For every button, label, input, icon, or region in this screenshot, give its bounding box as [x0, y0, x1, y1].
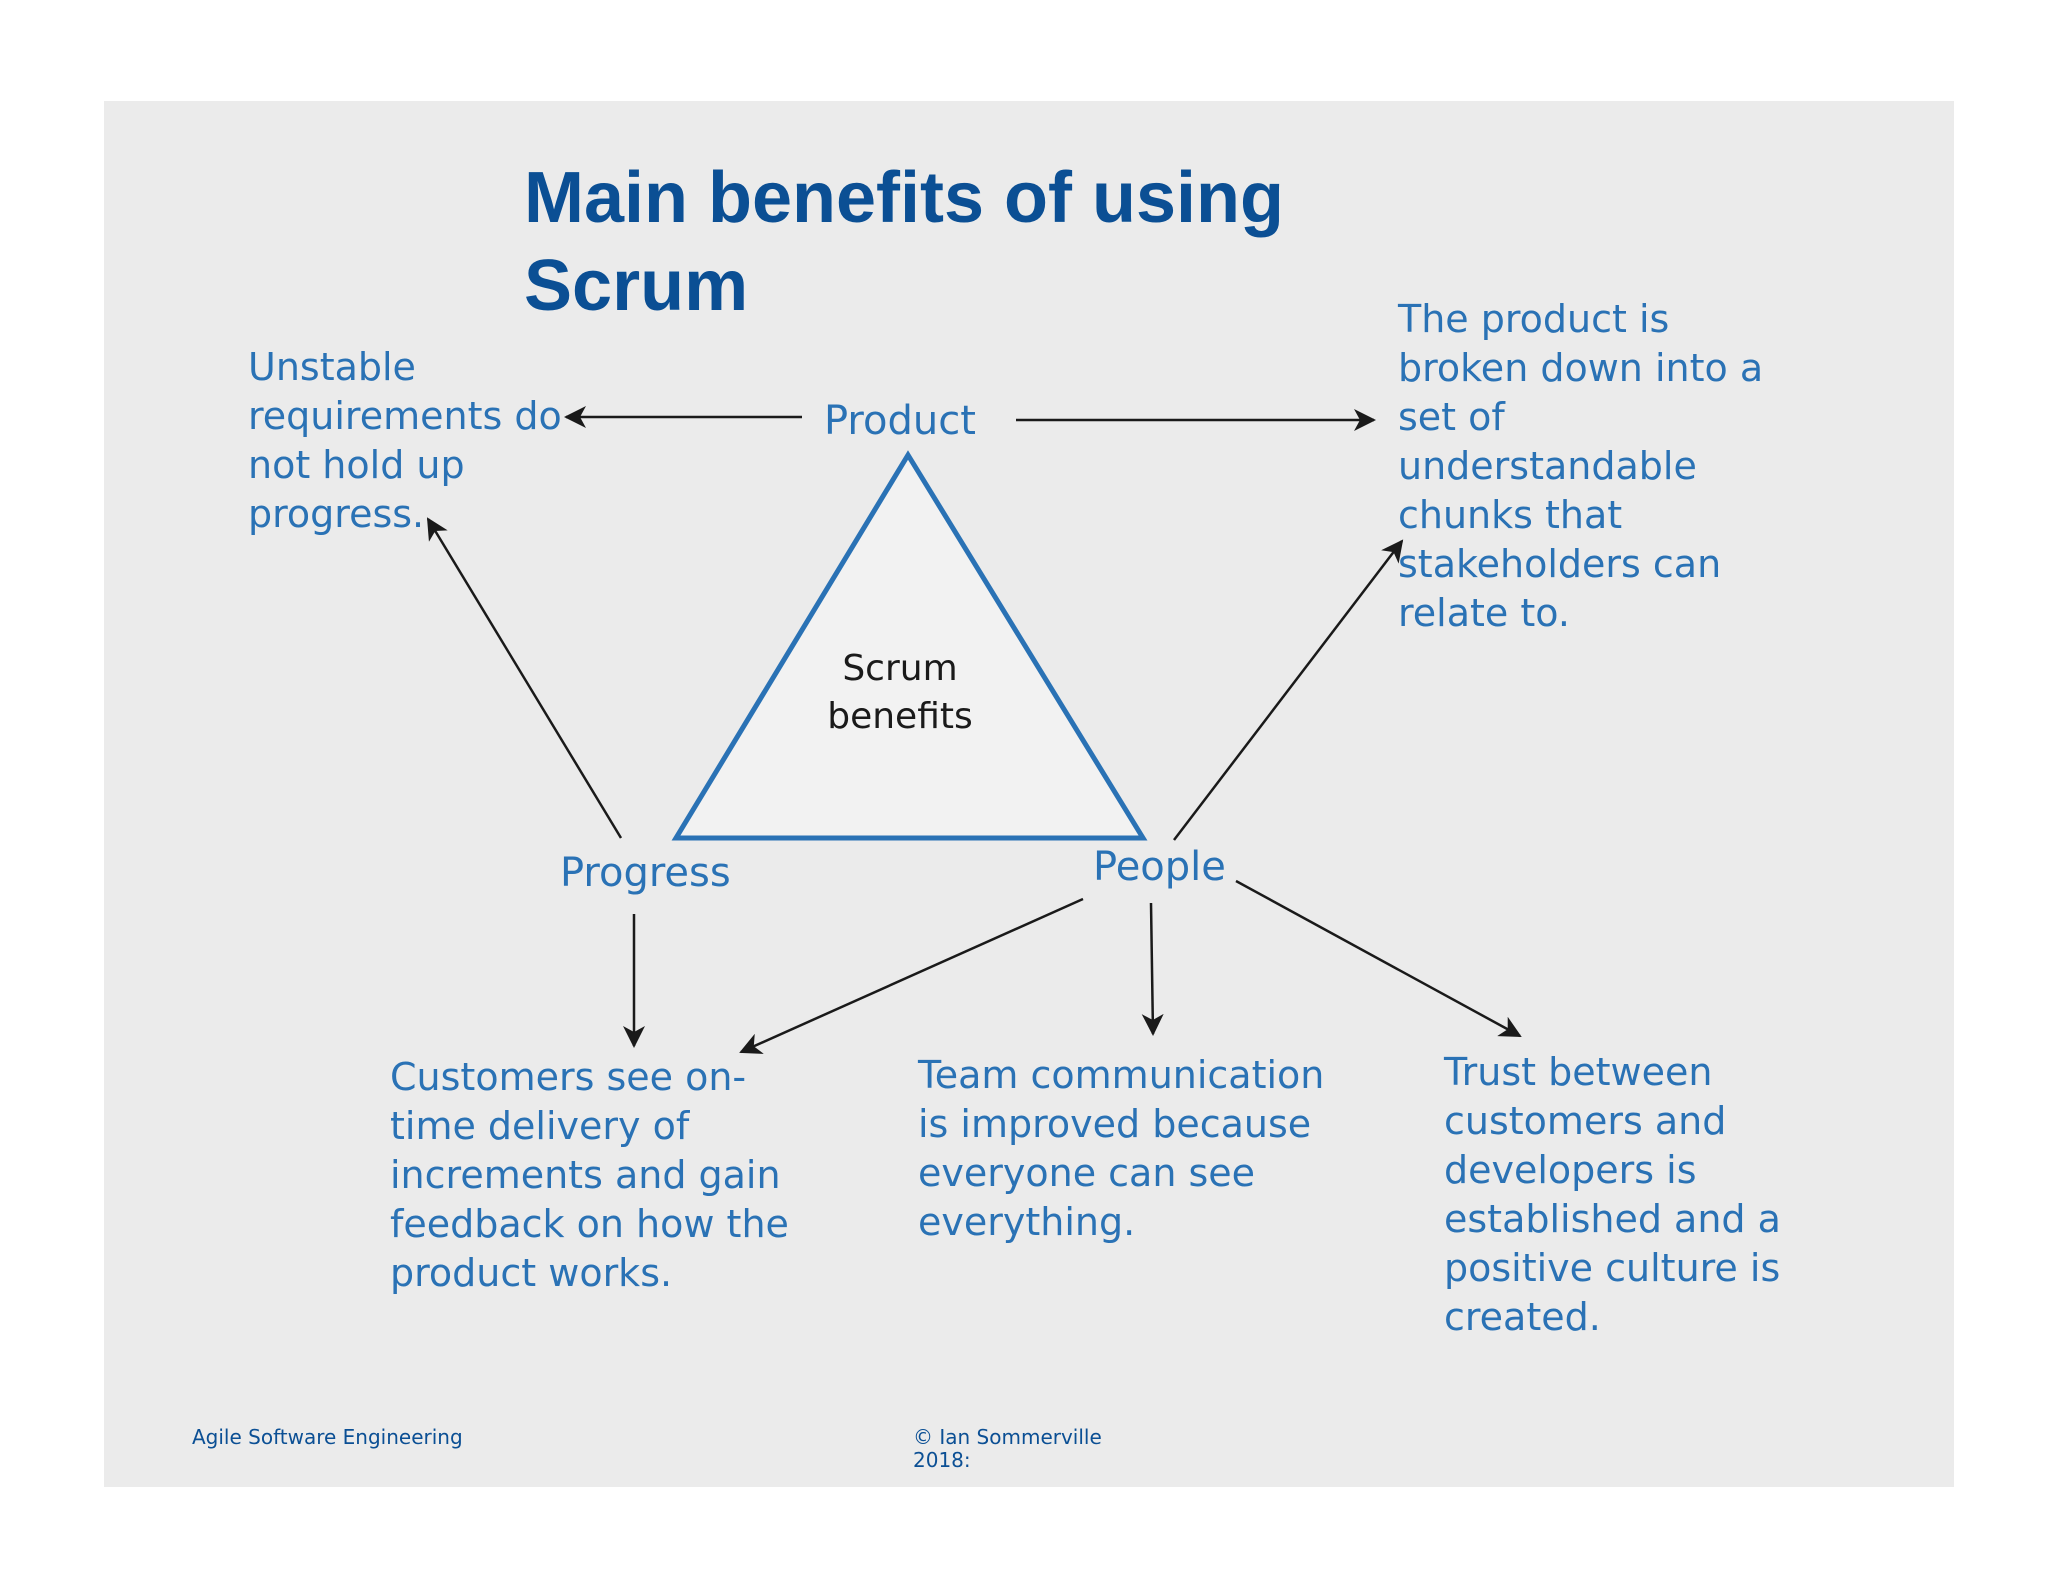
node-progress: Progress — [560, 850, 731, 896]
node-people: People — [1093, 844, 1226, 890]
arrow-people-to-trust — [1235, 879, 1522, 1038]
center-label-line-2: benefits — [827, 696, 973, 737]
node-product: Product — [824, 398, 976, 444]
footer-course-title: Agile Software Engineering — [192, 1425, 463, 1449]
slide-title-line-1: Main benefits of using — [524, 158, 1285, 238]
benefit-customer-delivery: Customers see on-time delivery of increm… — [390, 1055, 789, 1295]
scrum-triangle — [671, 450, 1148, 841]
arrow-people-to-customer-delivery — [739, 897, 1084, 1054]
slide-title: Main benefits of using Scrum — [524, 154, 1424, 330]
benefit-trust: Trust between customers and developers i… — [1444, 1050, 1781, 1339]
arrow-people-to-chunks — [1173, 539, 1404, 841]
benefit-product-chunks: The product is broken down into a set of… — [1398, 297, 1764, 635]
arrow-people-to-team-communication — [1141, 902, 1164, 1036]
arrow-progress-to-unstable-requirements — [426, 517, 623, 839]
benefit-unstable-requirements: Unstable requirements do not hold up pro… — [248, 345, 562, 536]
center-label-line-1: Scrum — [842, 648, 958, 689]
footer-copyright: © Ian Sommerville 2018: — [913, 1425, 1102, 1472]
center-label-scrum-benefits: Scrum benefits — [800, 645, 1000, 741]
benefit-team-communication: Team communication is improved because e… — [918, 1053, 1325, 1244]
slide-title-line-2: Scrum — [524, 246, 749, 326]
